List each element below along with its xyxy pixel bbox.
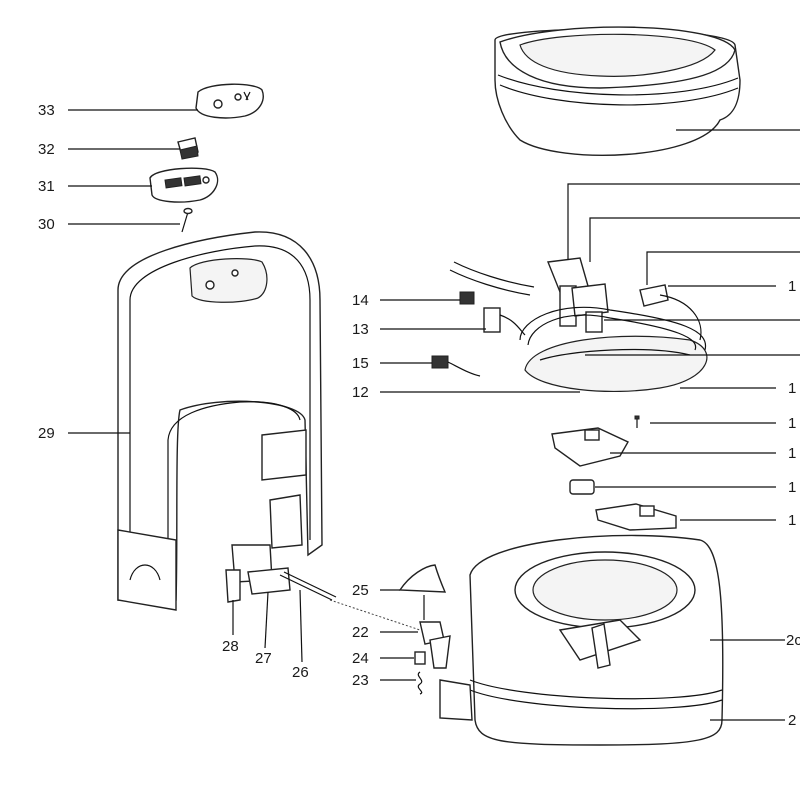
part-bracket-lower: [595, 503, 677, 531]
callout-22: 22: [352, 624, 369, 641]
callout-right-2: 2: [788, 712, 796, 729]
flush-assembly: [449, 257, 708, 393]
callout-13: 13: [352, 321, 369, 338]
callout-right-1f: 1: [788, 512, 796, 529]
part-bracket-upper: [551, 427, 629, 467]
part-seal-small: [569, 479, 595, 495]
callout-30: 30: [38, 216, 55, 233]
part-14-connector: [459, 291, 475, 305]
callout-32: 32: [38, 141, 55, 158]
callout-28: 28: [222, 638, 239, 655]
callout-15: 15: [352, 355, 369, 372]
callout-31: 31: [38, 178, 55, 195]
callout-right-1a: 1: [788, 278, 796, 295]
callout-27: 27: [255, 650, 272, 667]
callout-right-1e: 1: [788, 479, 796, 496]
callout-14: 14: [352, 292, 369, 309]
callout-29: 29: [38, 425, 55, 442]
callout-right-1d: 1: [788, 445, 796, 462]
part-32-switch: [177, 137, 199, 160]
part-26-rod: [279, 571, 337, 601]
part-31-panel: [149, 167, 219, 203]
part-33-cover-plate: [195, 83, 264, 119]
callout-right-2c: 2c: [786, 632, 800, 649]
part-13-holder: [483, 307, 526, 336]
callout-26: 26: [292, 664, 309, 681]
callout-23: 23: [352, 672, 369, 689]
callout-right-1c: 1: [788, 415, 796, 432]
callout-25: 25: [352, 582, 369, 599]
part-22-valve-lever: [419, 621, 451, 669]
leader-26: [299, 589, 303, 663]
part-29-housing: [117, 231, 323, 611]
part-15-sensor: [431, 355, 481, 377]
part-screw-small: [634, 415, 640, 428]
toilet-bowl-seat: [494, 26, 800, 156]
part-30-screw: [181, 207, 193, 233]
part-27-lever-base: [247, 567, 291, 595]
part-23-spring: [417, 671, 423, 695]
callout-33: 33: [38, 102, 55, 119]
part-24-clip: [414, 651, 426, 665]
callout-right-1b: 1: [788, 380, 796, 397]
callout-12: 12: [352, 384, 369, 401]
part-25-cap: [398, 564, 447, 620]
waste-tank: [439, 534, 724, 746]
callout-24: 24: [352, 650, 369, 667]
leader-27: [264, 591, 269, 649]
